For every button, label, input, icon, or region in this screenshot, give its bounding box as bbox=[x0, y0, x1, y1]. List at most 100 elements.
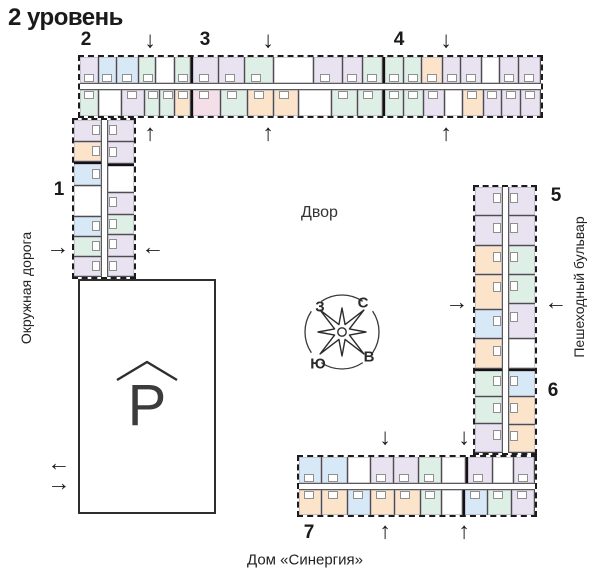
apartment-room bbox=[465, 457, 494, 483]
room-fixture bbox=[504, 74, 515, 82]
room-fixture bbox=[492, 429, 501, 440]
apartment-room bbox=[461, 57, 482, 83]
apartment-room bbox=[483, 90, 503, 116]
courtyard-label: Двор bbox=[301, 204, 338, 221]
apartment-room bbox=[475, 274, 502, 310]
room-fixture bbox=[516, 490, 527, 499]
apartment-room bbox=[393, 457, 420, 483]
room-fixture bbox=[178, 91, 189, 99]
compass-north-label: С bbox=[357, 294, 369, 312]
apartment-room bbox=[357, 90, 384, 116]
apartment-room bbox=[420, 489, 442, 515]
apartment-room bbox=[74, 236, 101, 257]
apartment-room bbox=[508, 397, 535, 426]
room-fixture bbox=[121, 74, 132, 82]
room-fixture bbox=[83, 74, 94, 82]
corridor bbox=[100, 120, 108, 277]
apartment-room bbox=[518, 57, 541, 83]
room-fixture bbox=[352, 490, 363, 499]
apartment-room bbox=[107, 164, 134, 193]
apartment-room bbox=[475, 216, 502, 246]
compass-west-label: З bbox=[315, 298, 325, 316]
apartment-room bbox=[74, 162, 101, 187]
room-fixture bbox=[108, 146, 117, 157]
room-fixture bbox=[428, 91, 439, 99]
apartment-room bbox=[493, 457, 514, 483]
apartment-room bbox=[219, 57, 245, 83]
room-fixture bbox=[127, 91, 138, 99]
apartment-room bbox=[488, 489, 512, 515]
apartment-room bbox=[122, 90, 145, 116]
room-fixture bbox=[363, 91, 374, 99]
apartment-room bbox=[191, 90, 221, 116]
apartment-room bbox=[273, 57, 314, 83]
room-fixture bbox=[492, 376, 501, 387]
apartment-room bbox=[370, 457, 394, 483]
room-fixture bbox=[178, 74, 189, 82]
room-fixture bbox=[199, 91, 210, 99]
room-fixture bbox=[492, 316, 501, 327]
apartment-band bbox=[475, 187, 502, 453]
apartment-room bbox=[107, 142, 134, 165]
apartment-band bbox=[508, 187, 535, 453]
apartment-room bbox=[362, 57, 384, 83]
apartment-band bbox=[107, 120, 134, 277]
entrance-arrow-up-icon: ↑ bbox=[440, 119, 452, 146]
room-fixture bbox=[492, 402, 501, 413]
apartment-room bbox=[513, 457, 535, 483]
apartment-room bbox=[500, 57, 519, 83]
apartment-room bbox=[191, 57, 220, 83]
apartment-room bbox=[174, 90, 192, 116]
room-fixture bbox=[91, 124, 100, 135]
room-fixture bbox=[426, 74, 437, 82]
apartment-room bbox=[394, 489, 421, 515]
apartment-room bbox=[74, 256, 101, 277]
apartment-room bbox=[502, 90, 521, 116]
apartment-room bbox=[299, 90, 333, 116]
entrance-arrow-down-icon: ↓ bbox=[379, 423, 391, 450]
apartment-room bbox=[248, 90, 274, 116]
room-fixture bbox=[400, 490, 411, 499]
room-fixture bbox=[303, 473, 314, 482]
apartment-room bbox=[475, 339, 502, 369]
road-label: Окружная дорога bbox=[18, 231, 34, 345]
apartment-room bbox=[107, 214, 134, 235]
apartment-room bbox=[442, 457, 466, 483]
section-label-4: 4 bbox=[393, 29, 405, 50]
room-fixture bbox=[389, 74, 400, 82]
apartment-room bbox=[80, 90, 99, 116]
apartment-room bbox=[475, 423, 502, 453]
room-fixture bbox=[424, 473, 435, 482]
room-fixture bbox=[327, 490, 338, 499]
apartment-room bbox=[511, 489, 536, 515]
apartment-room bbox=[463, 90, 484, 116]
entrance-arrow-right-icon: → bbox=[445, 288, 469, 315]
room-fixture bbox=[102, 74, 113, 82]
building-north-bar bbox=[78, 55, 543, 118]
compass-south-label: Ю bbox=[310, 355, 326, 373]
room-fixture bbox=[319, 74, 330, 82]
building-west-wing bbox=[72, 118, 136, 279]
corridor bbox=[501, 187, 509, 453]
parking-building: P bbox=[78, 279, 216, 514]
apartment-room bbox=[117, 57, 140, 83]
apartment-room bbox=[508, 339, 535, 369]
apartment-room bbox=[508, 425, 535, 453]
room-fixture bbox=[487, 91, 498, 99]
apartment-room bbox=[144, 90, 160, 116]
room-fixture bbox=[108, 239, 117, 250]
section-label-3: 3 bbox=[199, 29, 211, 50]
apartment-room bbox=[403, 90, 425, 116]
house-label: Дом «Синергия» bbox=[247, 551, 363, 569]
room-fixture bbox=[493, 490, 504, 499]
entrance-arrow-right-icon: → bbox=[46, 233, 70, 260]
apartment-room bbox=[441, 489, 463, 515]
room-fixture bbox=[346, 74, 357, 82]
apartment-room bbox=[475, 187, 502, 217]
apartment-band bbox=[80, 90, 541, 116]
room-fixture bbox=[492, 193, 501, 204]
apartment-room bbox=[107, 256, 134, 277]
room-fixture bbox=[509, 281, 518, 292]
room-fixture bbox=[376, 490, 387, 499]
apartment-room bbox=[419, 457, 443, 483]
